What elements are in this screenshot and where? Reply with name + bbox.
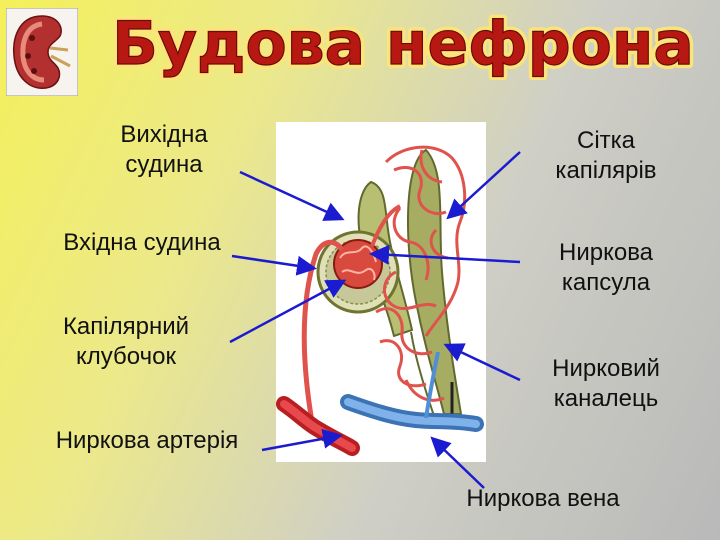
pointer-renal-artery [261,428,343,452]
capillary-network-shape [375,145,467,402]
label-renal-capsule: Ниркова капсула [558,239,654,296]
label-renal-vein: Ниркова вена [466,485,620,512]
pointer-renal-capsule [369,244,521,265]
pointer-renal-tubule [443,343,521,382]
pointer-efferent-vessel [239,170,345,221]
pointer-capillary-network [446,151,521,220]
pointer-renal-vein [430,436,485,489]
slide-title: Будова нефрона Будова нефрона [108,5,698,80]
label-renal-tubule: Нирковий каналець [552,355,660,412]
label-glomerulus: Капілярний клубочок [62,313,190,370]
title-outline: Будова нефрона [112,9,694,79]
pointer-glomerulus [229,279,347,344]
pointer-afferent-vessel [231,254,317,276]
label-renal-artery: Ниркова артерія [55,427,239,454]
label-efferent-vessel: Вихідна судина [120,121,208,178]
label-capillary-network: Сітка капілярів [555,127,657,184]
label-afferent-vessel: Вхідна судина [63,229,221,256]
nephron-illustration [276,122,486,462]
title-text: Будова нефрона [112,9,694,79]
kidney-cross-section-image [6,8,78,96]
